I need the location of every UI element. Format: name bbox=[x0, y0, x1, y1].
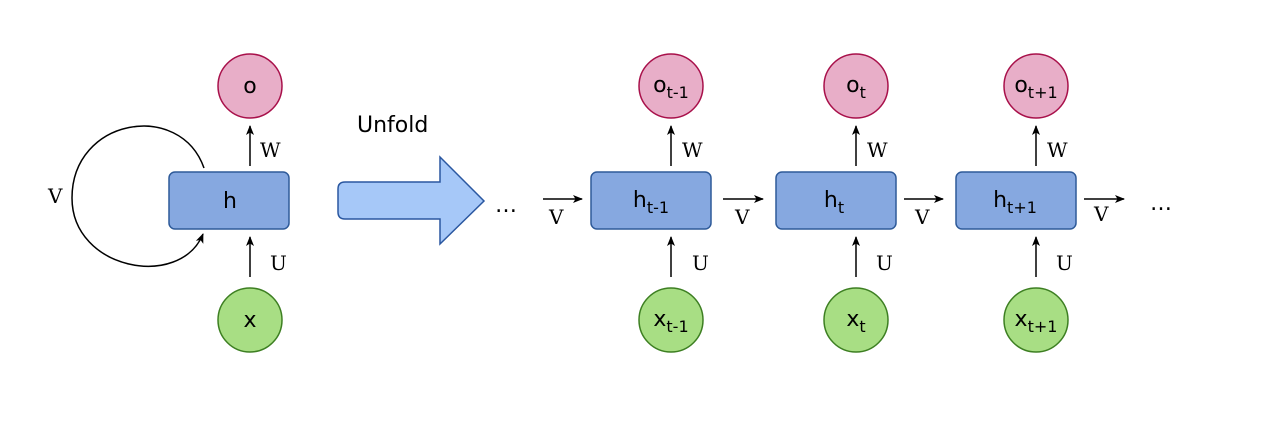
output-node bbox=[217, 53, 283, 119]
trailing-recurrent-weight-label: V bbox=[1093, 202, 1109, 226]
output-weight-label: W bbox=[260, 138, 281, 162]
hidden-node-current bbox=[775, 171, 897, 230]
input-node-prev bbox=[638, 287, 704, 353]
folded-network: V U W h o x bbox=[47, 53, 290, 353]
input-node-label-current: xt bbox=[846, 307, 865, 336]
output-node-current bbox=[823, 53, 889, 119]
output-node-label: o bbox=[243, 74, 256, 99]
input-node-label-prev: xt-1 bbox=[653, 307, 688, 336]
output-node-label-next: ot+1 bbox=[1014, 73, 1057, 102]
recurrent-weight-label-next: V bbox=[914, 205, 930, 229]
output-node-label-current: ot bbox=[846, 73, 866, 102]
hidden-node-subscript-prev: t-1 bbox=[647, 198, 669, 217]
output-weight-label-prev: W bbox=[682, 138, 703, 162]
output-node-next bbox=[1003, 53, 1069, 119]
hidden-node-label-prev: ht-1 bbox=[633, 188, 669, 217]
unfold-label: Unfold bbox=[357, 113, 428, 138]
output-node-subscript-next: t+1 bbox=[1028, 83, 1058, 102]
time-step-next: U W ht+1 ot+1 xt+1 bbox=[955, 53, 1077, 353]
recurrent-loop-edge bbox=[71, 125, 205, 267]
hidden-node-label: h bbox=[223, 189, 237, 214]
input-node bbox=[217, 287, 283, 353]
input-node-label-next: xt+1 bbox=[1015, 307, 1058, 336]
recurrent-weight-label-current: V bbox=[734, 205, 750, 229]
loop-weight-label: V bbox=[47, 184, 63, 208]
input-weight-label-prev: U bbox=[692, 251, 709, 275]
input-weight-label-current: U bbox=[876, 251, 893, 275]
output-node-label-prev: ot-1 bbox=[653, 73, 689, 102]
time-step-prev: U W ht-1 ot-1 xt-1 bbox=[590, 53, 712, 353]
hidden-node-label-next: ht+1 bbox=[993, 188, 1037, 217]
input-node-subscript-current: t bbox=[859, 317, 865, 336]
input-weight-label: U bbox=[270, 251, 287, 275]
input-node-label: x bbox=[243, 308, 256, 333]
leading-recurrent-weight-label: V bbox=[548, 205, 564, 229]
hidden-node bbox=[168, 171, 290, 230]
output-weight-label-current: W bbox=[867, 138, 888, 162]
input-node-current bbox=[823, 287, 889, 353]
input-node-next bbox=[1003, 287, 1069, 353]
hidden-node-next bbox=[955, 171, 1077, 230]
output-node-prev bbox=[638, 53, 704, 119]
input-weight-label-next: U bbox=[1056, 251, 1073, 275]
hidden-node-prev bbox=[590, 171, 712, 230]
hidden-node-subscript-next: t+1 bbox=[1007, 198, 1037, 217]
unrolled-network: … V U W ht-1 ot-1 xt-1 V U W ht bbox=[495, 53, 1172, 353]
output-node-subscript-current: t bbox=[860, 83, 866, 102]
time-step-current: U W ht ot xt bbox=[775, 53, 897, 353]
hidden-node-subscript-current: t bbox=[838, 198, 844, 217]
unfold-arrow-icon bbox=[337, 155, 486, 246]
input-node-subscript-next: t+1 bbox=[1028, 317, 1058, 336]
input-node-subscript-prev: t-1 bbox=[666, 317, 688, 336]
output-weight-label-next: W bbox=[1047, 138, 1068, 162]
output-node-subscript-prev: t-1 bbox=[667, 83, 689, 102]
leading-ellipsis: … bbox=[495, 193, 517, 218]
hidden-node-label-current: ht bbox=[824, 188, 844, 217]
trailing-ellipsis: … bbox=[1150, 191, 1172, 216]
unfold-transition: Unfold bbox=[337, 113, 486, 246]
